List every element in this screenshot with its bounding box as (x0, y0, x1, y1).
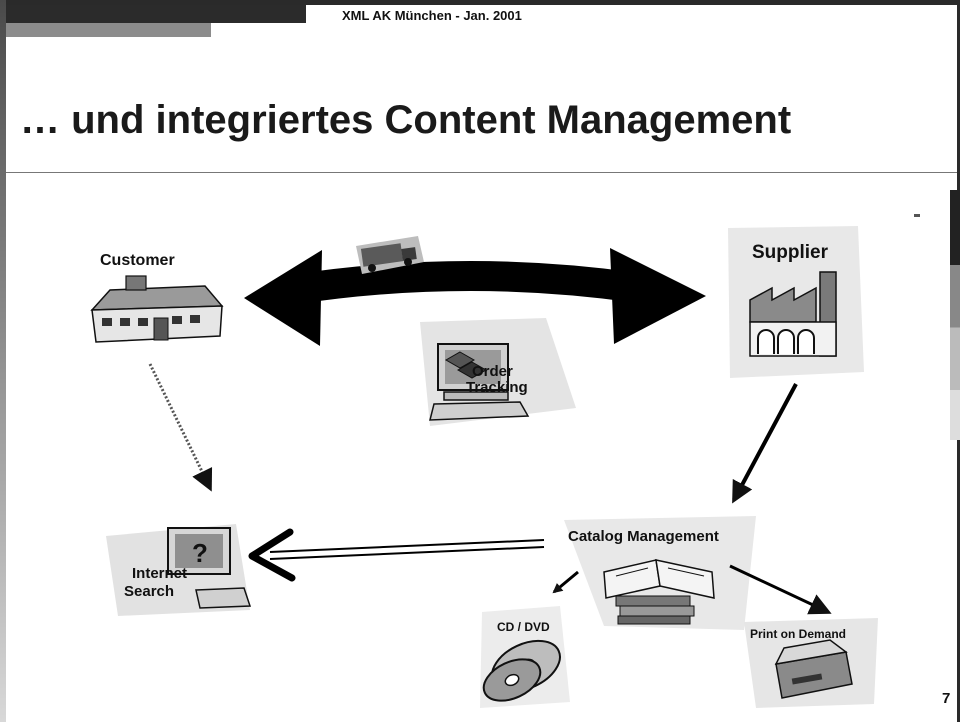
print-on-demand-label: Print on Demand (750, 627, 846, 641)
catalog-management-node: Catalog Management (564, 516, 756, 630)
slide-title: … und integriertes Content Management (20, 98, 792, 142)
search-label: Search (124, 583, 174, 600)
internet-search-node: ? Internet Search (106, 524, 252, 616)
supplier-node: Supplier (728, 226, 864, 378)
dotted-arrow-customer-search (148, 363, 213, 492)
building-icon (90, 275, 224, 343)
header-bar-gray (6, 23, 211, 37)
catalog-management-label: Catalog Management (568, 528, 719, 545)
book-icon (603, 559, 715, 625)
order-tracking-node: Order Tracking (420, 318, 576, 426)
order-label: Order (472, 363, 513, 380)
printer-icon (774, 639, 853, 699)
question-computer-icon: ? (167, 527, 252, 609)
factory-icon (749, 271, 837, 357)
disc-icon (482, 639, 561, 702)
title-rule (6, 172, 957, 173)
header-bar-dark (6, 5, 306, 23)
tracking-label: Tracking (466, 379, 528, 396)
frame-left (0, 0, 6, 722)
print-on-demand-node: Print on Demand (744, 618, 878, 708)
svg-text:?: ? (192, 538, 208, 568)
stray-mark (914, 214, 920, 217)
internet-label: Internet (132, 565, 187, 582)
computer-icon (429, 343, 530, 421)
cd-dvd-label: CD / DVD (497, 620, 550, 634)
double-arrow-catalog-search (248, 528, 545, 582)
customer-supplier-arrow (244, 248, 706, 346)
arrow-catalog-print (729, 564, 832, 615)
arrow-supplier-catalog (732, 383, 798, 504)
cd-dvd-node: CD / DVD (480, 606, 570, 708)
arrow-catalog-cd (552, 570, 579, 594)
supplier-label: Supplier (752, 242, 829, 263)
right-decoration (950, 190, 960, 440)
page-number: 7 (942, 690, 951, 707)
customer-label: Customer (100, 252, 175, 269)
truck-icon (356, 236, 424, 274)
customer-node: Customer (90, 252, 224, 343)
logo-icon (444, 351, 488, 379)
frame-top (0, 0, 960, 5)
header-text: XML AK München - Jan. 2001 (342, 8, 522, 23)
